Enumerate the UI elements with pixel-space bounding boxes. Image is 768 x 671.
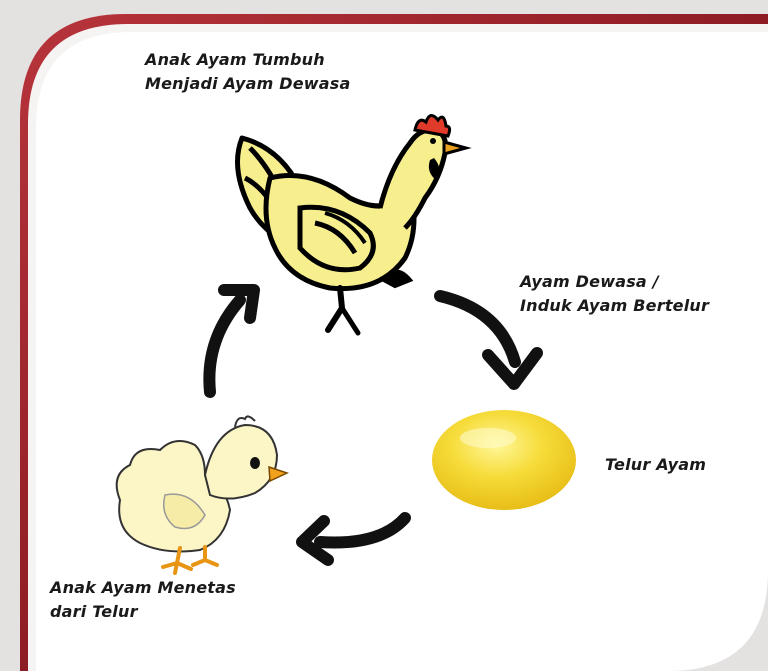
stage-label-hen-line1: Anak Ayam Tumbuh [145,48,350,72]
stage-label-hen-line2: Menjadi Ayam Dewasa [145,72,350,96]
stage-label-egg-line1: Telur Ayam [605,453,706,477]
stage-label-chick-line2: dari Telur [50,600,236,624]
cycle-arrow-icon [209,290,254,392]
stage-label-hen: Anak Ayam Tumbuh Menjadi Ayam Dewasa [145,48,350,96]
stage-label-laying-line1: Ayam Dewasa / [520,270,709,294]
stage-label-chick-line1: Anak Ayam Menetas [50,576,236,600]
stage-label-egg: Telur Ayam [605,453,706,477]
cycle-arrow-icon [302,518,405,560]
stage-label-laying-line2: Induk Ayam Bertelur [520,294,709,318]
stage-label-laying: Ayam Dewasa / Induk Ayam Bertelur [520,270,709,318]
stage-label-chick: Anak Ayam Menetas dari Telur [50,576,236,624]
